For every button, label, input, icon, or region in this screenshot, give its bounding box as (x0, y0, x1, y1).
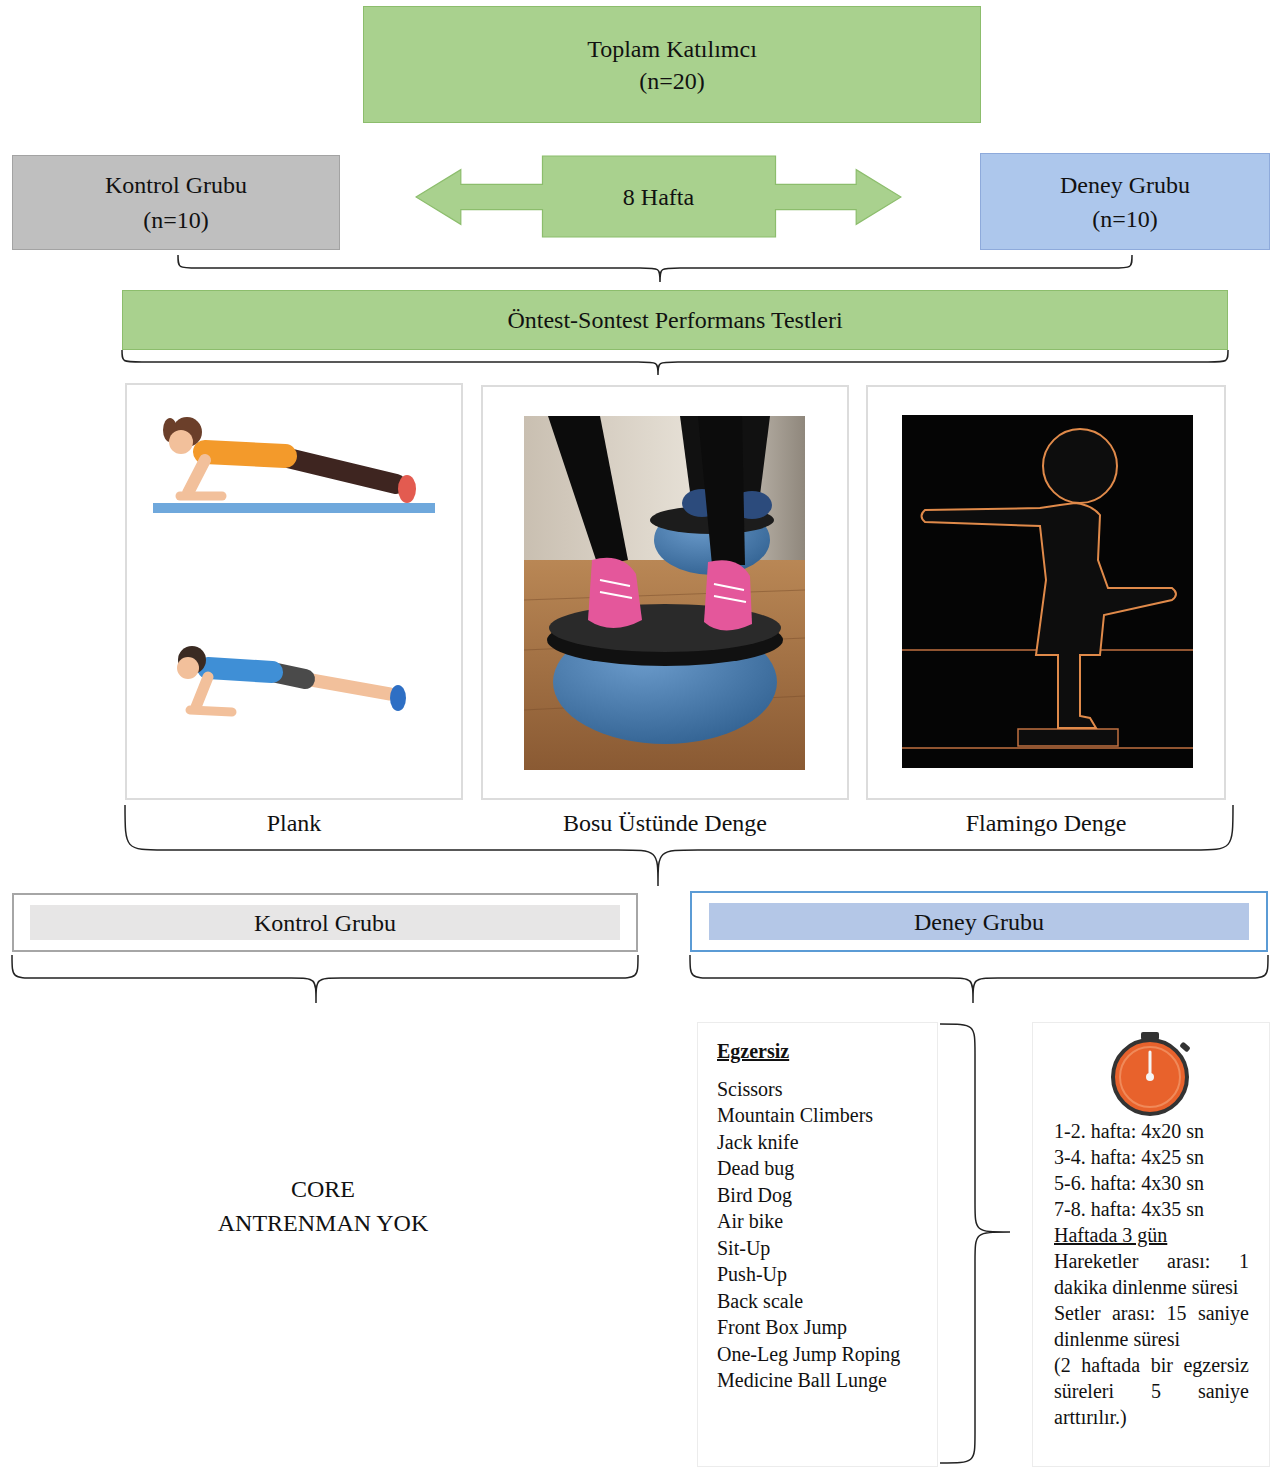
plank-illustration-part (169, 430, 193, 454)
brackets (12, 255, 1268, 1463)
plank-illustration-part (288, 458, 396, 484)
plank-illustration-part (190, 710, 232, 712)
bosu-photo-part (524, 560, 805, 770)
test-name: Flamingo Denge (868, 810, 1224, 836)
group-box: Kontrol Grubu(n=10) (12, 155, 340, 250)
plank-illustration-part (398, 475, 416, 503)
header-band: Deney Grubu (709, 903, 1249, 940)
list-item: Mountain Climbers (717, 1102, 919, 1129)
test-band: Öntest-Sontest Performans Testleri (122, 290, 1228, 350)
box-label: (n=20) (639, 65, 705, 97)
list-item: Medicine Ball Lunge (717, 1367, 919, 1394)
double-arrow-outline (416, 156, 901, 237)
group-header: Kontrol Grubu (12, 893, 638, 952)
schedule-line: (2 haftada bir egzersiz süreleri 5 saniy… (1054, 1352, 1249, 1430)
plank-illustration-part (205, 452, 285, 456)
test-panel: Bosu Üstünde Denge (481, 385, 849, 800)
stopwatch-icon-part (1120, 1047, 1180, 1107)
exercise-list: EgzersizScissorsMountain ClimbersJack kn… (697, 1022, 938, 1467)
schedule-box: 1-2. hafta: 4x20 sn3-4. hafta: 4x25 sn5-… (1032, 1022, 1270, 1467)
box-label: Deney Grubu (1060, 168, 1190, 202)
box-label: Deney Grubu (914, 907, 1044, 937)
mat (153, 503, 435, 513)
list-item: Bird Dog (717, 1182, 919, 1209)
test-name: Bosu Üstünde Denge (483, 810, 847, 836)
box-label: Toplam Katılımcı (587, 33, 757, 65)
list-item: Jack knife (717, 1129, 919, 1156)
duration-arrow: 8 Hafta (415, 155, 902, 238)
brace (122, 350, 1228, 375)
box-label: Öntest-Sontest Performans Testleri (507, 305, 842, 335)
bosu-photo-part (548, 416, 628, 566)
schedule-line: 1-2. hafta: 4x20 sn (1054, 1118, 1249, 1144)
plank-illustration-part (196, 677, 208, 707)
bosu-photo-part (698, 416, 745, 565)
group-header: Deney Grubu (690, 891, 1268, 952)
schedule-line: 7-8. hafta: 4x35 sn (1054, 1196, 1249, 1222)
flamingo-illustration-part (1043, 429, 1117, 503)
list-item: Dead bug (717, 1155, 919, 1182)
schedule-line: 5-6. hafta: 4x30 sn (1054, 1170, 1249, 1196)
box-label: (n=10) (1092, 202, 1158, 236)
stopwatch-icon-part (1113, 1040, 1187, 1114)
note-text: CORE ANTRENMAN YOK (216, 1172, 430, 1240)
plank-illustration (153, 417, 435, 712)
duration-label: 8 Hafta (623, 182, 694, 212)
plank-illustration-part (180, 492, 222, 501)
box-label: (n=10) (143, 203, 209, 238)
list-heading: Egzersiz (717, 1038, 919, 1065)
group-box: Deney Grubu(n=10) (980, 153, 1270, 250)
plank-illustration-part (208, 668, 272, 672)
box-label: Kontrol Grubu (254, 908, 396, 938)
test-panel: Plank (125, 383, 463, 800)
plank-illustration-part (390, 685, 406, 711)
brace (940, 1024, 1010, 1463)
schedule-line: 3-4. hafta: 4x25 sn (1054, 1144, 1249, 1170)
brace (12, 955, 638, 1003)
list-item: One-Leg Jump Roping (717, 1341, 919, 1368)
flamingo-illustration (902, 415, 1193, 768)
list-item: Push-Up (717, 1261, 919, 1288)
list-item: Sit-Up (717, 1235, 919, 1262)
schedule-line: Setler arası: 15 saniye dinlenme süresi (1054, 1300, 1249, 1352)
bosu-photo-part (600, 580, 746, 602)
total-box: Toplam Katılımcı(n=20) (363, 6, 981, 123)
bosu-photo-part (704, 560, 752, 630)
stopwatch-icon-part (1146, 1073, 1154, 1081)
plank-illustration-part (177, 657, 199, 679)
test-panel: Flamingo Denge (866, 385, 1226, 800)
bosu-photo (524, 416, 805, 770)
stopwatch-icon (1113, 1032, 1191, 1114)
brace (178, 255, 1132, 282)
header-band: Kontrol Grubu (30, 905, 620, 940)
bosu-photo-part (588, 558, 642, 628)
brace (690, 955, 1268, 1003)
stopwatch-icon-part (1179, 1041, 1191, 1052)
flamingo-illustration-part (902, 747, 1193, 749)
box-label: Kontrol Grubu (105, 168, 247, 203)
flamingo-illustration-part (922, 503, 1177, 728)
test-name: Plank (127, 810, 461, 836)
flamingo-illustration-part (1018, 729, 1118, 746)
brace (125, 805, 1233, 886)
list-item: Air bike (717, 1208, 919, 1235)
flamingo-illustration-part (902, 415, 1193, 768)
schedule-line: Haftada 3 gün (1054, 1222, 1249, 1248)
list-item: Front Box Jump (717, 1314, 919, 1341)
list-item: Scissors (717, 1076, 919, 1103)
list-item: Back scale (717, 1288, 919, 1315)
plank-illustration-part (188, 460, 205, 493)
schedule-line: Hareketler arası: 1 dakika dinlenme süre… (1054, 1248, 1249, 1300)
